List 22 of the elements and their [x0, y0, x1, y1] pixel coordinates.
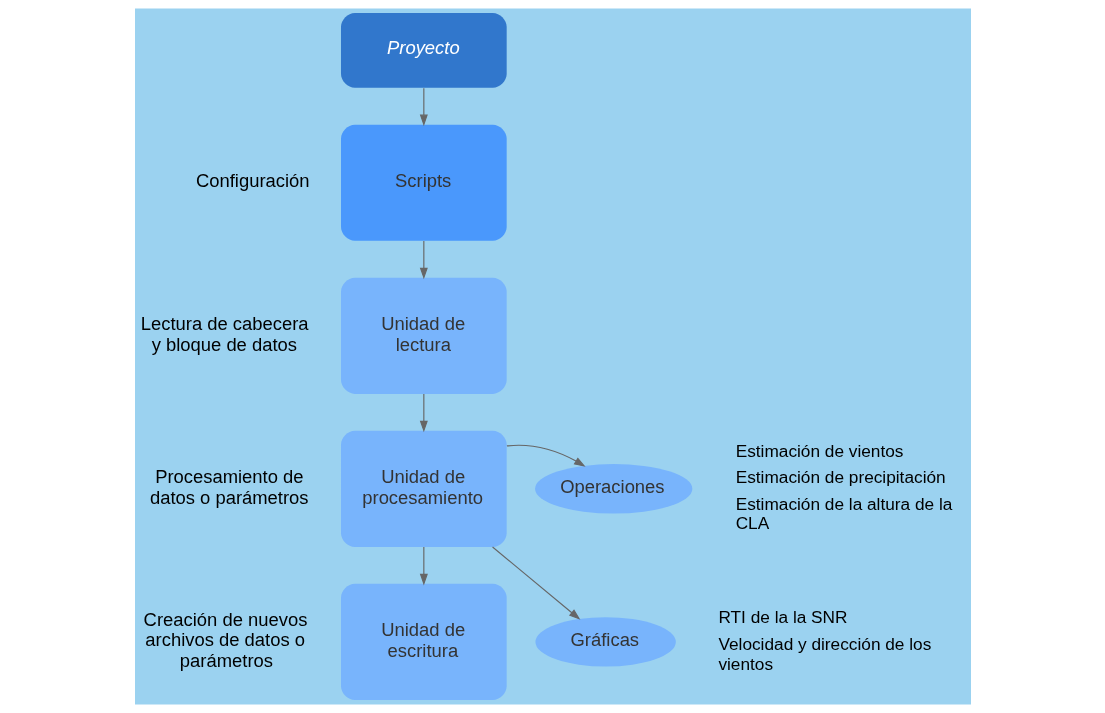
node-label: Estimación de precipitación — [735, 467, 946, 488]
node-label: Configuración — [195, 170, 310, 192]
node-label: Procesamiento de datos o parámetros — [149, 465, 309, 508]
node-box: Scripts — [340, 124, 507, 241]
node-label: Lectura de cabecera y bloque de datos — [140, 312, 309, 355]
arrow — [419, 240, 428, 280]
arrow — [419, 87, 428, 127]
node-box: Unidad de procesamiento — [340, 430, 507, 547]
node-label: Velocidad y dirección de los vientos — [717, 633, 931, 674]
node-label: Estimación de vientos — [735, 440, 903, 461]
node-box: Unidad de escritura — [340, 583, 507, 700]
node-label: RTI de la la SNR — [717, 607, 848, 628]
arrow — [419, 393, 428, 433]
arrow — [491, 546, 580, 620]
arrow — [419, 546, 428, 586]
node-ellipse: Gráficas — [534, 617, 676, 667]
node-label: Estimación de la altura de la CLA — [735, 493, 952, 534]
node-ellipse: Operaciones — [534, 464, 692, 514]
node-box: Unidad de lectura — [340, 277, 507, 394]
arrow — [505, 444, 586, 467]
node-box: Proyecto — [340, 13, 507, 88]
node-label: Creación de nuevos archivos de datos o parámetros — [143, 608, 307, 671]
